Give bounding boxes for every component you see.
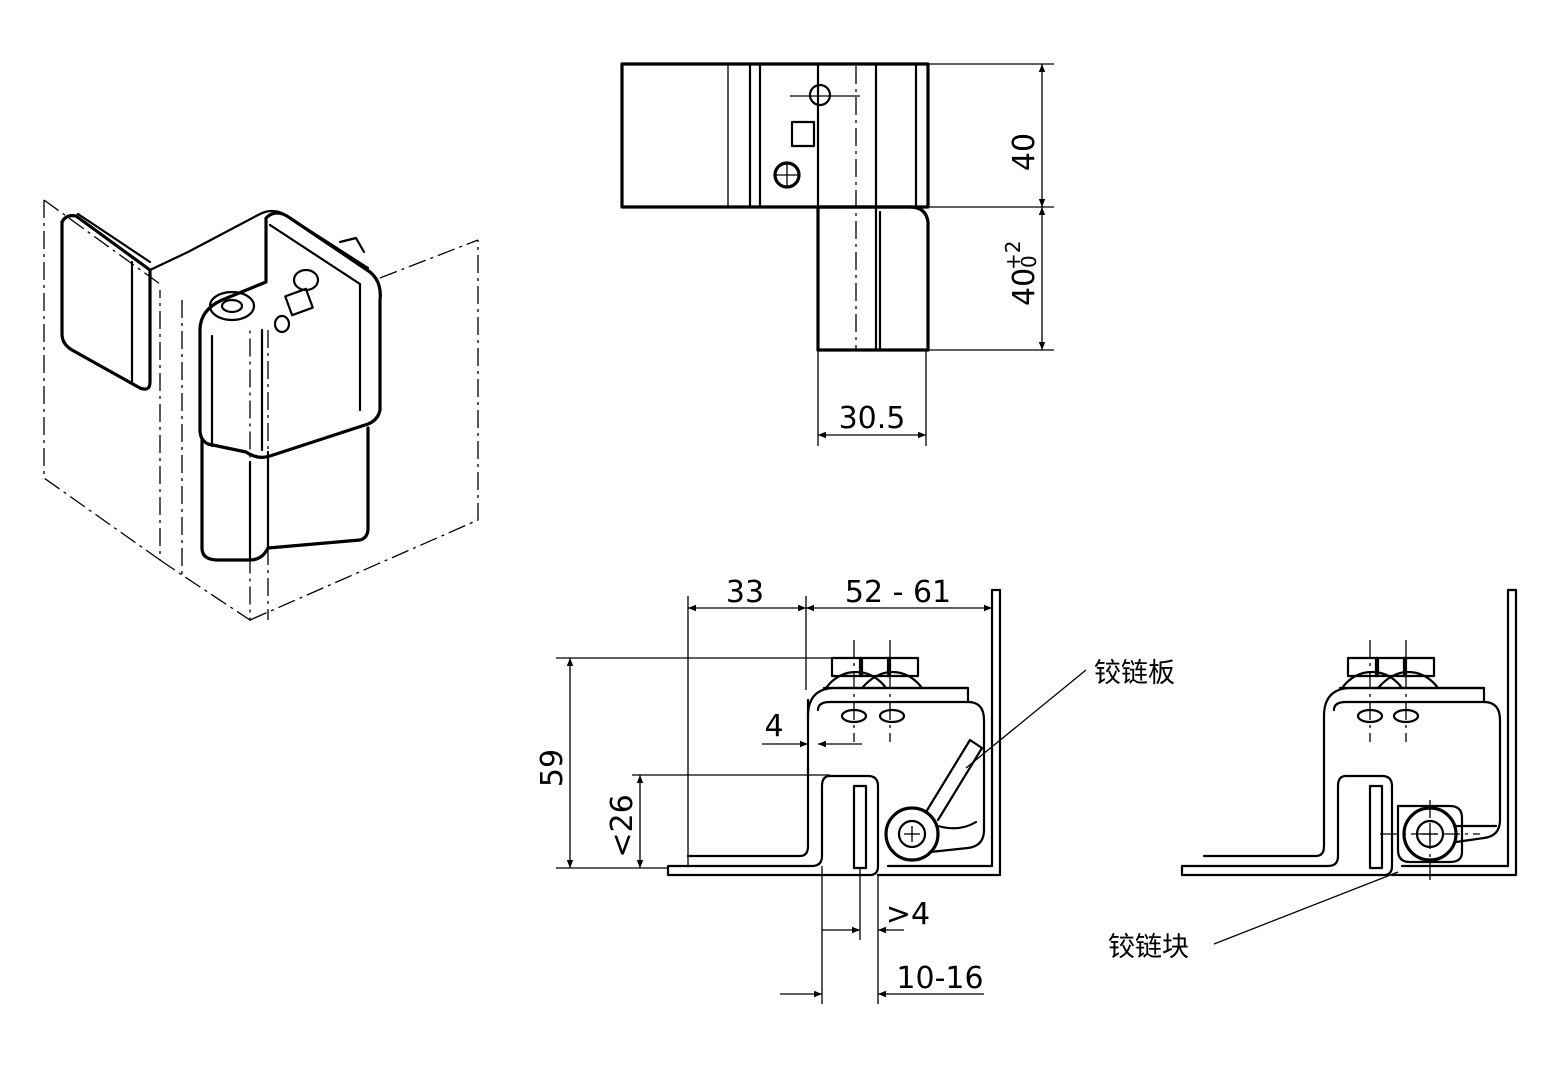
dim-height-upper: 40 bbox=[1007, 133, 1042, 171]
screws-top bbox=[824, 640, 924, 742]
dim-gap-small: 4 bbox=[764, 709, 783, 744]
dim-height-lower: 40 bbox=[1007, 268, 1042, 306]
dim-range-right: 52 - 61 bbox=[845, 575, 951, 610]
section-view-closed bbox=[1180, 588, 1518, 884]
dim-depth: <26 bbox=[605, 794, 640, 857]
dim-total-height: 59 bbox=[535, 749, 570, 787]
label-hinge-block: 铰链块 bbox=[1108, 932, 1189, 963]
section-dimensions: 33 52 - 61 59 <26 4 >4 10-16 bbox=[535, 575, 993, 1004]
dim-gap-gt: >4 bbox=[886, 897, 930, 932]
dim-offset-left: 33 bbox=[726, 575, 764, 610]
callout-hinge-block: 铰链块 bbox=[1108, 871, 1399, 963]
dim-range-bottom: 10-16 bbox=[896, 961, 983, 996]
hinge-left-leaf bbox=[60, 209, 370, 391]
callout-hinge-plate: 铰链板 bbox=[965, 658, 1175, 769]
hinge-lower-block bbox=[200, 426, 370, 562]
pivot-knuckle bbox=[884, 738, 984, 862]
hinge-upper-bracket bbox=[198, 211, 382, 459]
screws-top-closed bbox=[1340, 640, 1440, 742]
isometric-view bbox=[43, 199, 479, 622]
section-view-open bbox=[666, 588, 1002, 877]
dim-height-lower-tol-minus: 0 bbox=[1017, 255, 1041, 268]
dim-width-top: 30.5 bbox=[839, 401, 906, 436]
top-view-dimensions: 40 40 +2 0 30.5 bbox=[817, 63, 1054, 446]
label-hinge-plate: 铰链板 bbox=[1094, 658, 1175, 689]
pivot-knuckle-closed bbox=[1380, 800, 1498, 884]
top-view bbox=[620, 62, 930, 352]
dim-height-lower-tol-plus: +2 bbox=[1001, 241, 1025, 270]
